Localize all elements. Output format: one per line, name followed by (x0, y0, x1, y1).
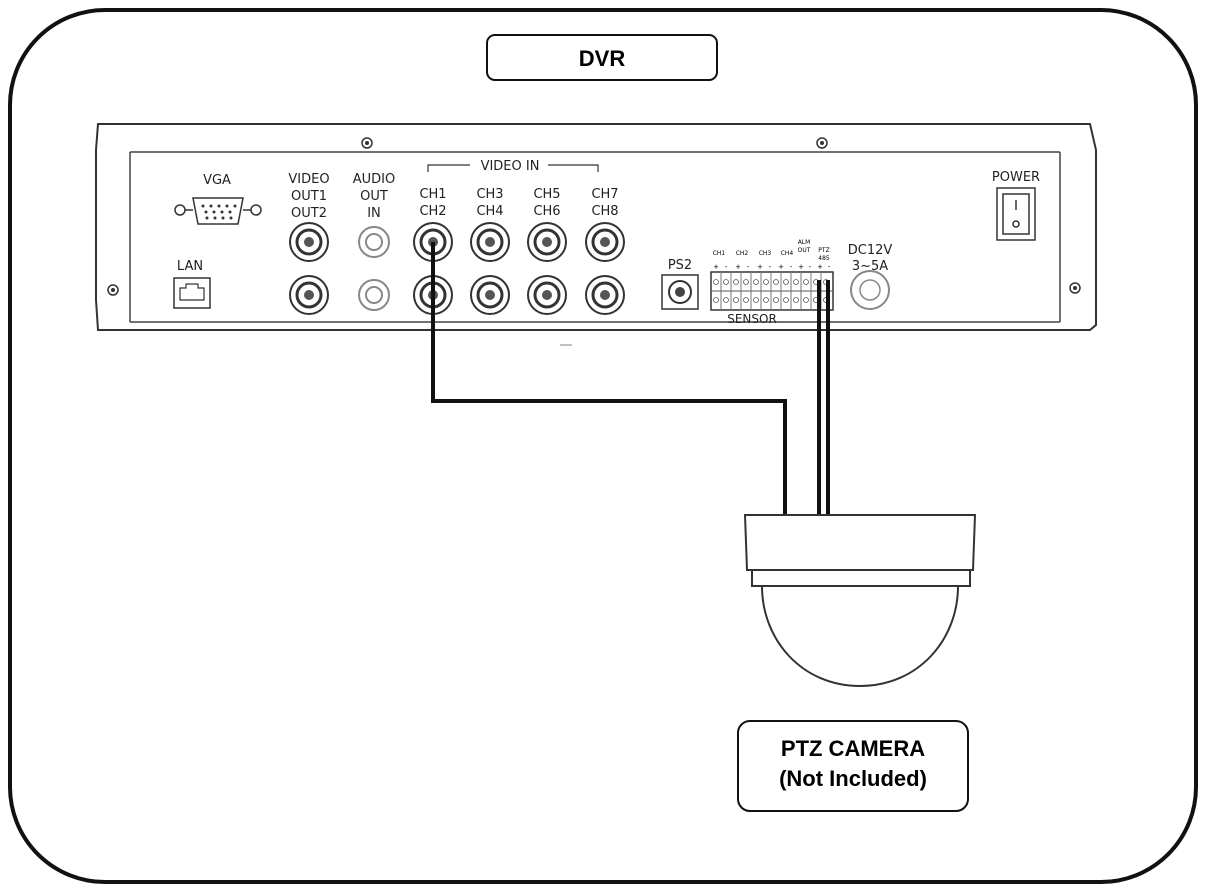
terminal-polarity: - (725, 263, 728, 271)
sensor-terminal-block: CH1 CH2 CH3 CH4 ALM OUT PTZ 485 + - + - … (710, 239, 834, 326)
channel-label-ch2: CH2 (419, 204, 446, 219)
vga-label: VGA (203, 173, 231, 188)
terminal-polarity: + (757, 263, 763, 271)
channel-label-ch7: CH7 (591, 187, 618, 202)
video-out2-bnc-icon (289, 275, 329, 315)
terminal-label-alm: ALM (798, 239, 811, 246)
terminal-label-ch1: CH1 (713, 250, 726, 257)
vga-port-icon (174, 197, 262, 225)
ch5-bnc-icon (527, 222, 567, 262)
sensor-label: SENSOR (727, 312, 777, 326)
terminal-label-ch2: CH2 (736, 250, 749, 257)
terminal-polarity: + (798, 263, 804, 271)
video-in-bracket (427, 164, 599, 172)
terminal-polarity: + (735, 263, 741, 271)
terminal-label-ch4: CH4 (781, 250, 794, 257)
terminal-polarity: - (828, 263, 831, 271)
dvr-title: DVR (579, 46, 626, 71)
lan-port-icon (173, 277, 211, 309)
channel-label-ch4: CH4 (476, 204, 503, 219)
terminal-label-485: 485 (818, 255, 830, 262)
terminal-polarity: - (769, 263, 772, 271)
ps2-port-icon (661, 274, 699, 310)
dc-label-2: 3~5A (852, 259, 888, 274)
ch6-bnc-icon (527, 275, 567, 315)
ch3-bnc-icon (470, 222, 510, 262)
channel-label-ch8: CH8 (591, 204, 618, 219)
video-out-label-2: OUT1 (291, 189, 327, 204)
screw-icon (107, 284, 119, 296)
dc-jack-icon (850, 270, 890, 310)
ch7-bnc-icon (585, 222, 625, 262)
terminal-polarity: - (790, 263, 793, 271)
terminal-polarity: + (713, 263, 719, 271)
ch4-bnc-icon (470, 275, 510, 315)
screw-icon (1069, 282, 1081, 294)
audio-label-1: AUDIO (353, 172, 396, 187)
audio-in-rca-icon (358, 279, 390, 311)
dvr-rear-panel: VGA LAN VIDEO OUT1 OUT2 AUDIO OUT IN VID… (95, 123, 1097, 346)
terminal-polarity: + (778, 263, 784, 271)
video-out-label-1: VIDEO (288, 172, 329, 187)
lan-label: LAN (177, 259, 203, 274)
ps2-label: PS2 (668, 258, 692, 273)
channel-label-ch3: CH3 (476, 187, 503, 202)
ptz-camera-icon (743, 514, 977, 688)
terminal-polarity: + (817, 263, 823, 271)
terminal-polarity: - (809, 263, 812, 271)
channel-label-ch6: CH6 (533, 204, 560, 219)
dvr-title-box (486, 34, 718, 81)
terminal-label-out: OUT (798, 247, 811, 254)
video-out-label-3: OUT2 (291, 206, 327, 221)
video-in-label: VIDEO IN (481, 159, 540, 174)
screw-icon (816, 137, 828, 149)
terminal-label-ch3: CH3 (759, 250, 772, 257)
screw-icon (361, 137, 373, 149)
channel-label-ch5: CH5 (533, 187, 560, 202)
camera-label-line2: (Not Included) (779, 766, 927, 791)
camera-label-line1: PTZ CAMERA (781, 736, 925, 761)
camera-label-box (737, 720, 969, 812)
audio-label-3: IN (367, 206, 381, 221)
channel-label-ch1: CH1 (419, 187, 446, 202)
video-cable (431, 242, 787, 515)
power-switch-icon (996, 187, 1036, 241)
video-out1-bnc-icon (289, 222, 329, 262)
power-label: POWER (992, 170, 1040, 185)
terminal-label-ptz: PTZ (818, 247, 829, 254)
audio-label-2: OUT (360, 189, 388, 204)
dc-label-1: DC12V (848, 243, 893, 258)
ch8-bnc-icon (585, 275, 625, 315)
audio-out-rca-icon (358, 226, 390, 258)
terminal-polarity: - (747, 263, 750, 271)
